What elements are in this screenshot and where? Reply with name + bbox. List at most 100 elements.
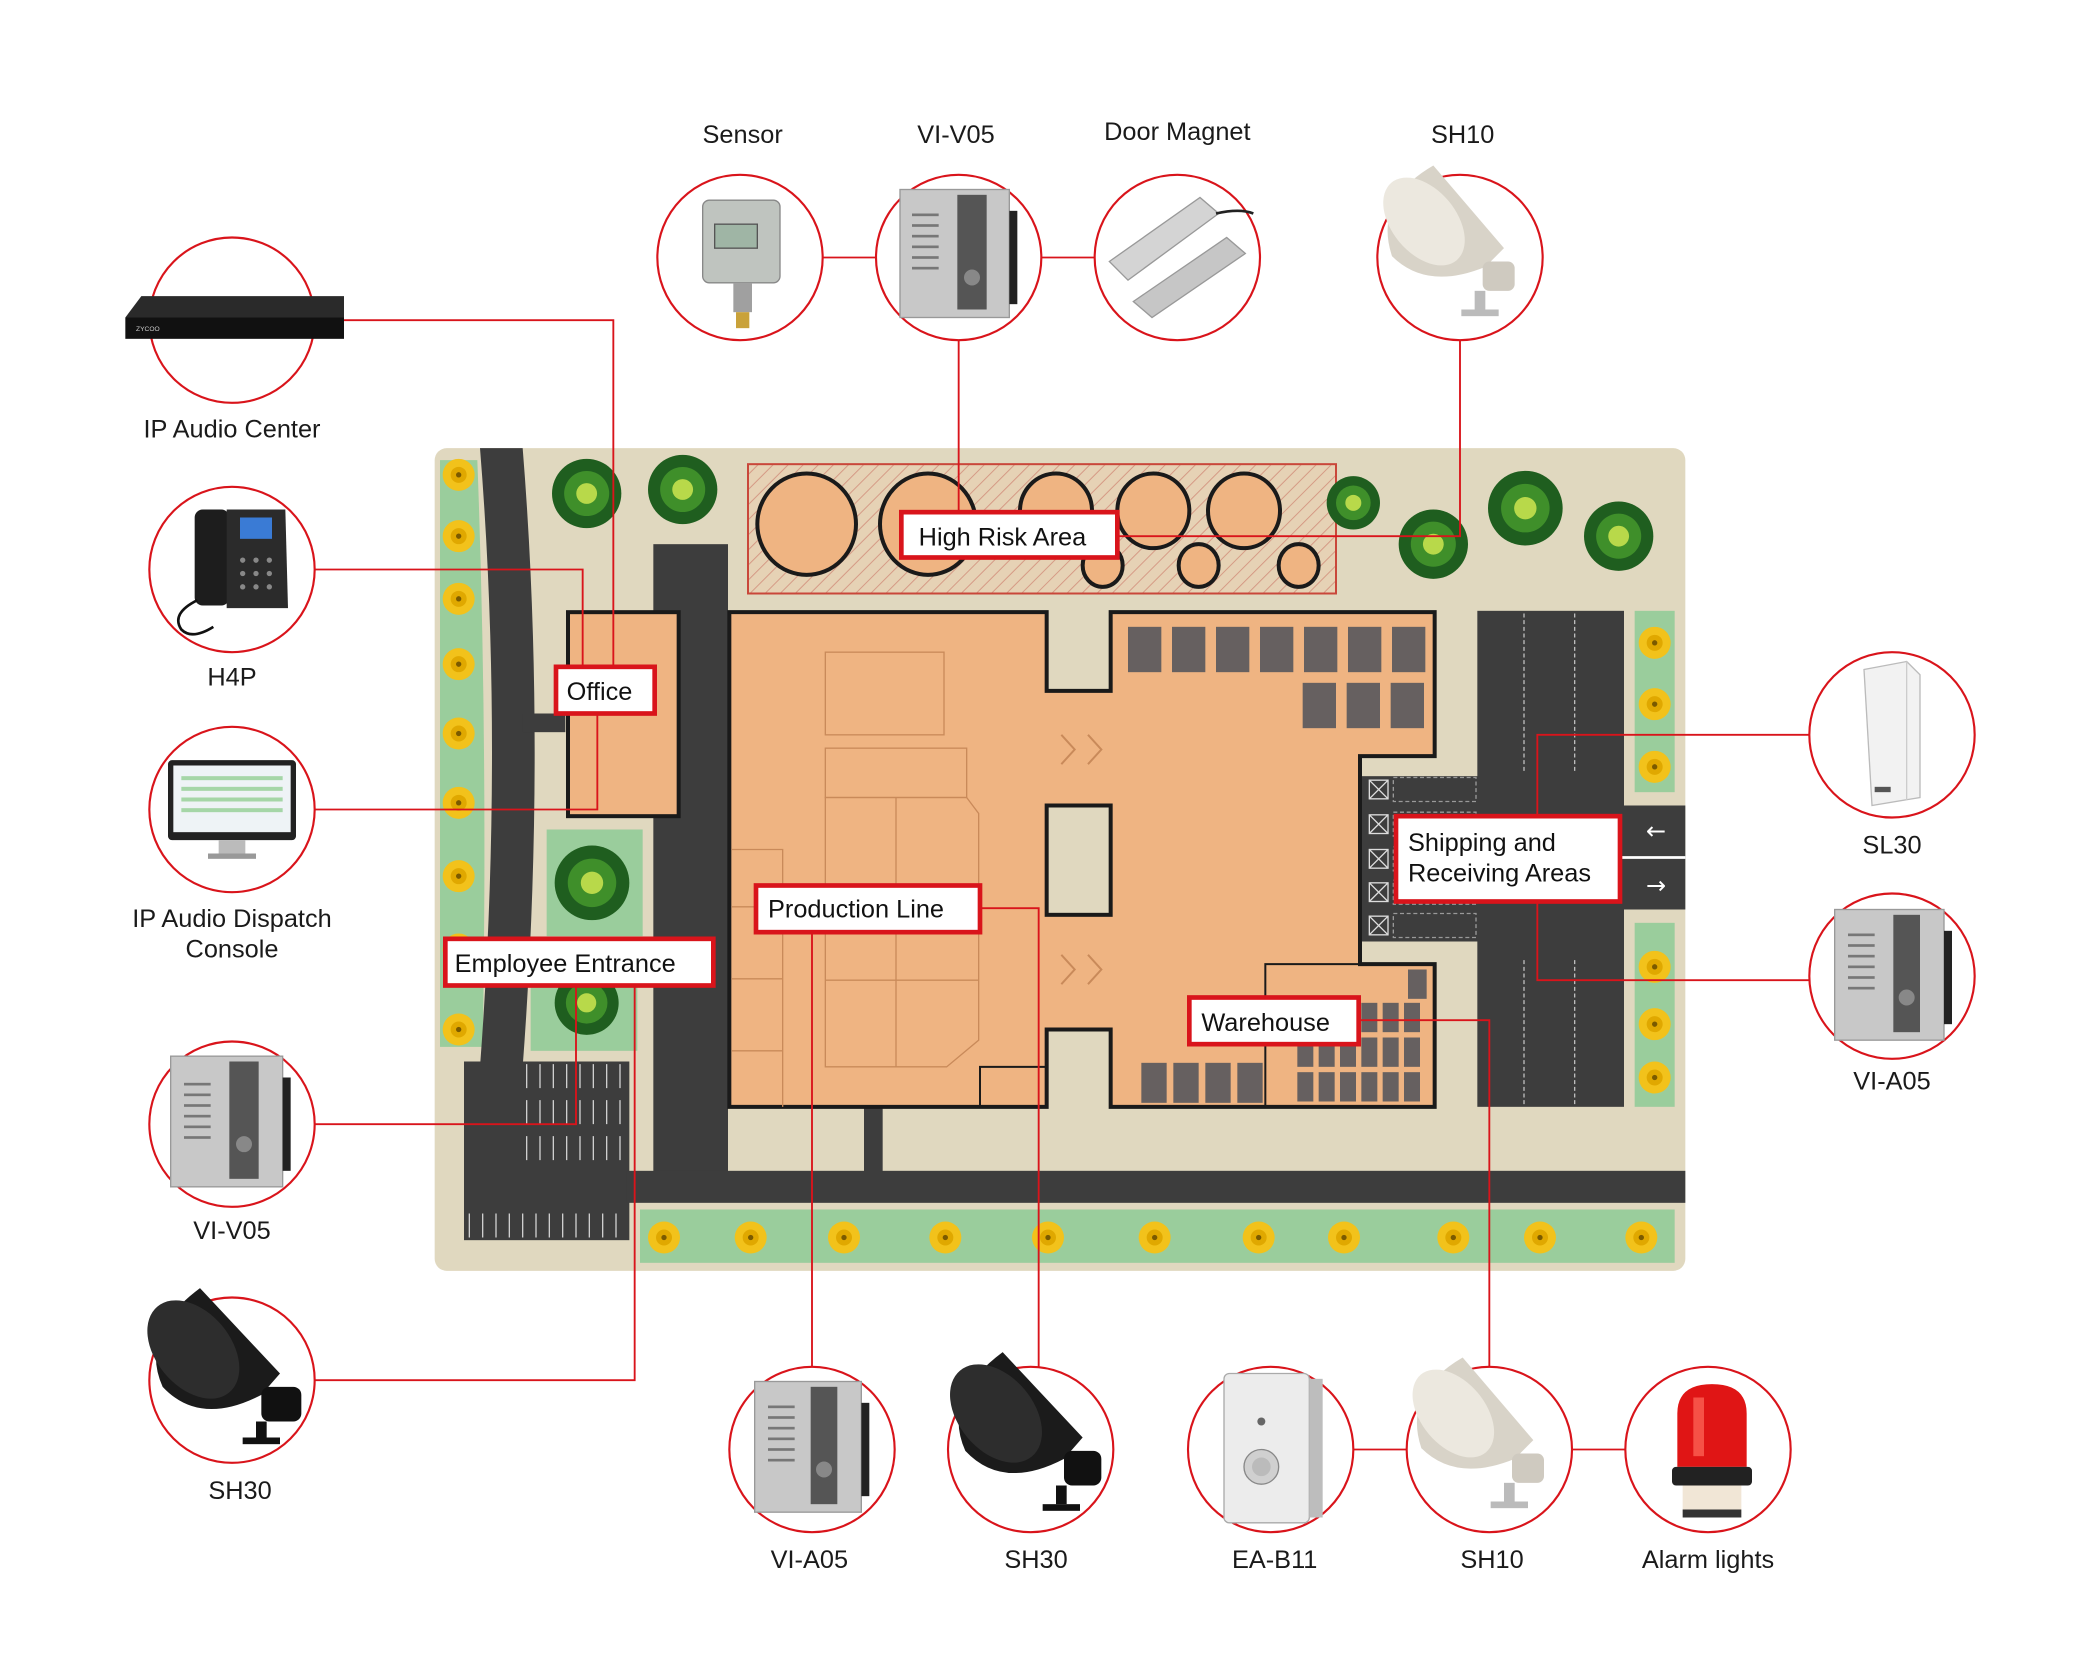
dock-cross	[1368, 849, 1389, 869]
tree-canopy-light	[1608, 525, 1630, 547]
device-ea-b11[interactable]: EA-B11	[1186, 1365, 1355, 1574]
storage-rack	[1404, 1037, 1420, 1067]
flower-shrub-icon	[1638, 950, 1671, 983]
storage-rack	[1348, 626, 1382, 673]
production-floor-outlines	[732, 651, 980, 1107]
wire-vi-v05-left	[314, 985, 577, 1126]
employee-parking	[464, 1061, 630, 1241]
tree-canopy-light	[672, 479, 694, 500]
dock-cross	[1368, 779, 1389, 800]
tree-icon	[552, 458, 622, 529]
vi-a05-bottom-label: VI-A05	[771, 1546, 848, 1574]
shrub-center	[1341, 1234, 1347, 1241]
dock-door-icon	[1368, 814, 1389, 835]
sh30-left-label: SH30	[208, 1477, 271, 1505]
device-door-magnet[interactable]: Door Magnet	[1093, 118, 1262, 342]
dock-cross	[1368, 915, 1389, 936]
flower-shrub-icon	[442, 648, 475, 681]
shrub-center	[1450, 1234, 1456, 1241]
horn-speaker-icon	[147, 1288, 302, 1445]
storage-rack	[1382, 1002, 1399, 1033]
dispatch-console-label-line1: IP Audio Dispatch	[132, 905, 331, 933]
shrub-center	[456, 533, 462, 539]
shrub-center	[661, 1234, 667, 1241]
emergency-button-icon	[1223, 1372, 1323, 1524]
shrub-center	[1652, 764, 1658, 770]
shrub-center	[1152, 1234, 1158, 1241]
audio-intercom-icon	[754, 1380, 870, 1513]
shrub-center	[1045, 1234, 1051, 1241]
arrow-right-icon: →	[1646, 872, 1666, 900]
flower-shrub-icon	[1032, 1221, 1064, 1254]
shrub-center	[456, 472, 462, 478]
dock-door-icon	[1368, 882, 1389, 903]
label-shipping-receiving: Shipping and Receiving Areas	[1393, 813, 1623, 904]
flower-shrub-icon	[1638, 1061, 1671, 1094]
tree-icon	[554, 845, 630, 921]
wire-ip-audio-center	[314, 319, 615, 667]
dock-door-icon	[1368, 915, 1389, 936]
flow-chevrons	[1060, 734, 1103, 985]
wire-vi-a05-right	[1536, 901, 1810, 982]
device-sh30-bottom[interactable]: SH30	[931, 1347, 1115, 1575]
device-vi-v05-top[interactable]: VI-V05	[874, 121, 1043, 342]
storage-rack	[1361, 1072, 1378, 1102]
office-text: Office	[567, 678, 633, 706]
storage-rack	[1361, 1002, 1378, 1033]
flower-shrub-icon	[1242, 1221, 1275, 1254]
warehouse-text: Warehouse	[1201, 1009, 1330, 1037]
device-ip-audio-dispatch-console[interactable]: IP Audio Dispatch Console	[132, 725, 332, 964]
column-speaker-icon	[1863, 660, 1921, 807]
production-line-text: Production Line	[768, 896, 944, 924]
device-sl30[interactable]: SL30	[1808, 651, 1976, 860]
h4p-label: H4P	[207, 664, 256, 692]
shrub-center	[1652, 640, 1658, 646]
dock-outline	[1392, 776, 1477, 803]
tree-canopy-light	[580, 871, 604, 895]
device-h4p[interactable]: H4P	[148, 485, 316, 692]
device-sh10-bottom[interactable]: SH10	[1396, 1354, 1574, 1574]
ip-phone-icon	[177, 509, 288, 636]
sensor-label: Sensor	[703, 121, 784, 149]
storage-rack	[1404, 1002, 1420, 1033]
device-sensor[interactable]: Sensor	[656, 121, 824, 342]
tree-icon	[1398, 509, 1468, 579]
left-curved-road	[480, 448, 535, 1174]
horn-speaker-icon	[1383, 165, 1515, 317]
storage-rack	[1173, 1062, 1199, 1103]
shrub-center	[1652, 964, 1658, 970]
flower-shrub-icon	[1437, 1221, 1470, 1254]
dock-door-icon	[1368, 848, 1389, 869]
flower-shrub-icon	[1638, 1008, 1671, 1041]
storage-rack	[1302, 682, 1336, 729]
wire-sh30-bottom	[980, 907, 1040, 1367]
device-sh30-left[interactable]: SH30	[129, 1283, 316, 1505]
label-production-line: Production Line	[753, 883, 983, 935]
device-vi-v05-left[interactable]: VI-V05	[148, 1040, 316, 1245]
device-vi-a05-right[interactable]: VI-A05	[1808, 892, 1976, 1096]
storage-rack	[1346, 682, 1380, 729]
flower-shrub-icon	[442, 582, 475, 615]
flower-shrub-icon	[442, 860, 475, 893]
tree-icon	[1326, 476, 1380, 530]
wire-sh10-bottom	[1358, 1019, 1491, 1367]
connection-lines	[314, 256, 1810, 1451]
storage-rack	[1237, 1062, 1263, 1103]
device-sh10-top[interactable]: SH10	[1367, 121, 1544, 342]
wire-h4p	[314, 568, 584, 667]
device-ip-audio-center[interactable]: ZYCOO IP Audio Center	[125, 236, 344, 444]
vi-v05-left-label: VI-V05	[193, 1217, 270, 1245]
tree-canopy-light	[1345, 494, 1362, 511]
shipping-text-line2: Receiving Areas	[1408, 860, 1591, 888]
storage-rack	[1172, 626, 1206, 673]
label-high-risk-area: High Risk Area	[898, 509, 1120, 560]
high-risk-area-text: High Risk Area	[919, 524, 1087, 552]
sh10-bottom-label: SH10	[1460, 1546, 1523, 1574]
tree-canopy-light	[1422, 533, 1444, 555]
monitor-icon	[168, 760, 296, 859]
shrub-center	[1652, 1021, 1658, 1027]
device-alarm-lights[interactable]: Alarm lights	[1624, 1365, 1792, 1574]
device-vi-a05-bottom[interactable]: VI-A05	[728, 1365, 896, 1574]
dock-bay	[1368, 912, 1477, 939]
